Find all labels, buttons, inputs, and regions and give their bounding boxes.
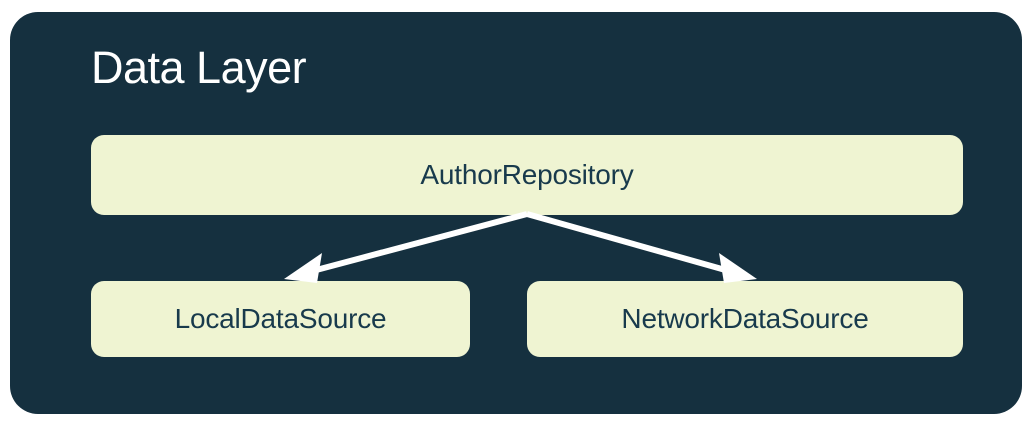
node-network-data-source[interactable]: NetworkDataSource: [527, 281, 963, 357]
node-local-data-source-label: LocalDataSource: [174, 303, 387, 334]
node-author-repository-label: AuthorRepository: [420, 159, 634, 190]
node-local-data-source[interactable]: LocalDataSource: [91, 281, 470, 357]
node-author-repository[interactable]: AuthorRepository: [91, 135, 963, 215]
node-network-data-source-label: NetworkDataSource: [621, 303, 869, 334]
page-title: Data Layer: [91, 42, 307, 93]
